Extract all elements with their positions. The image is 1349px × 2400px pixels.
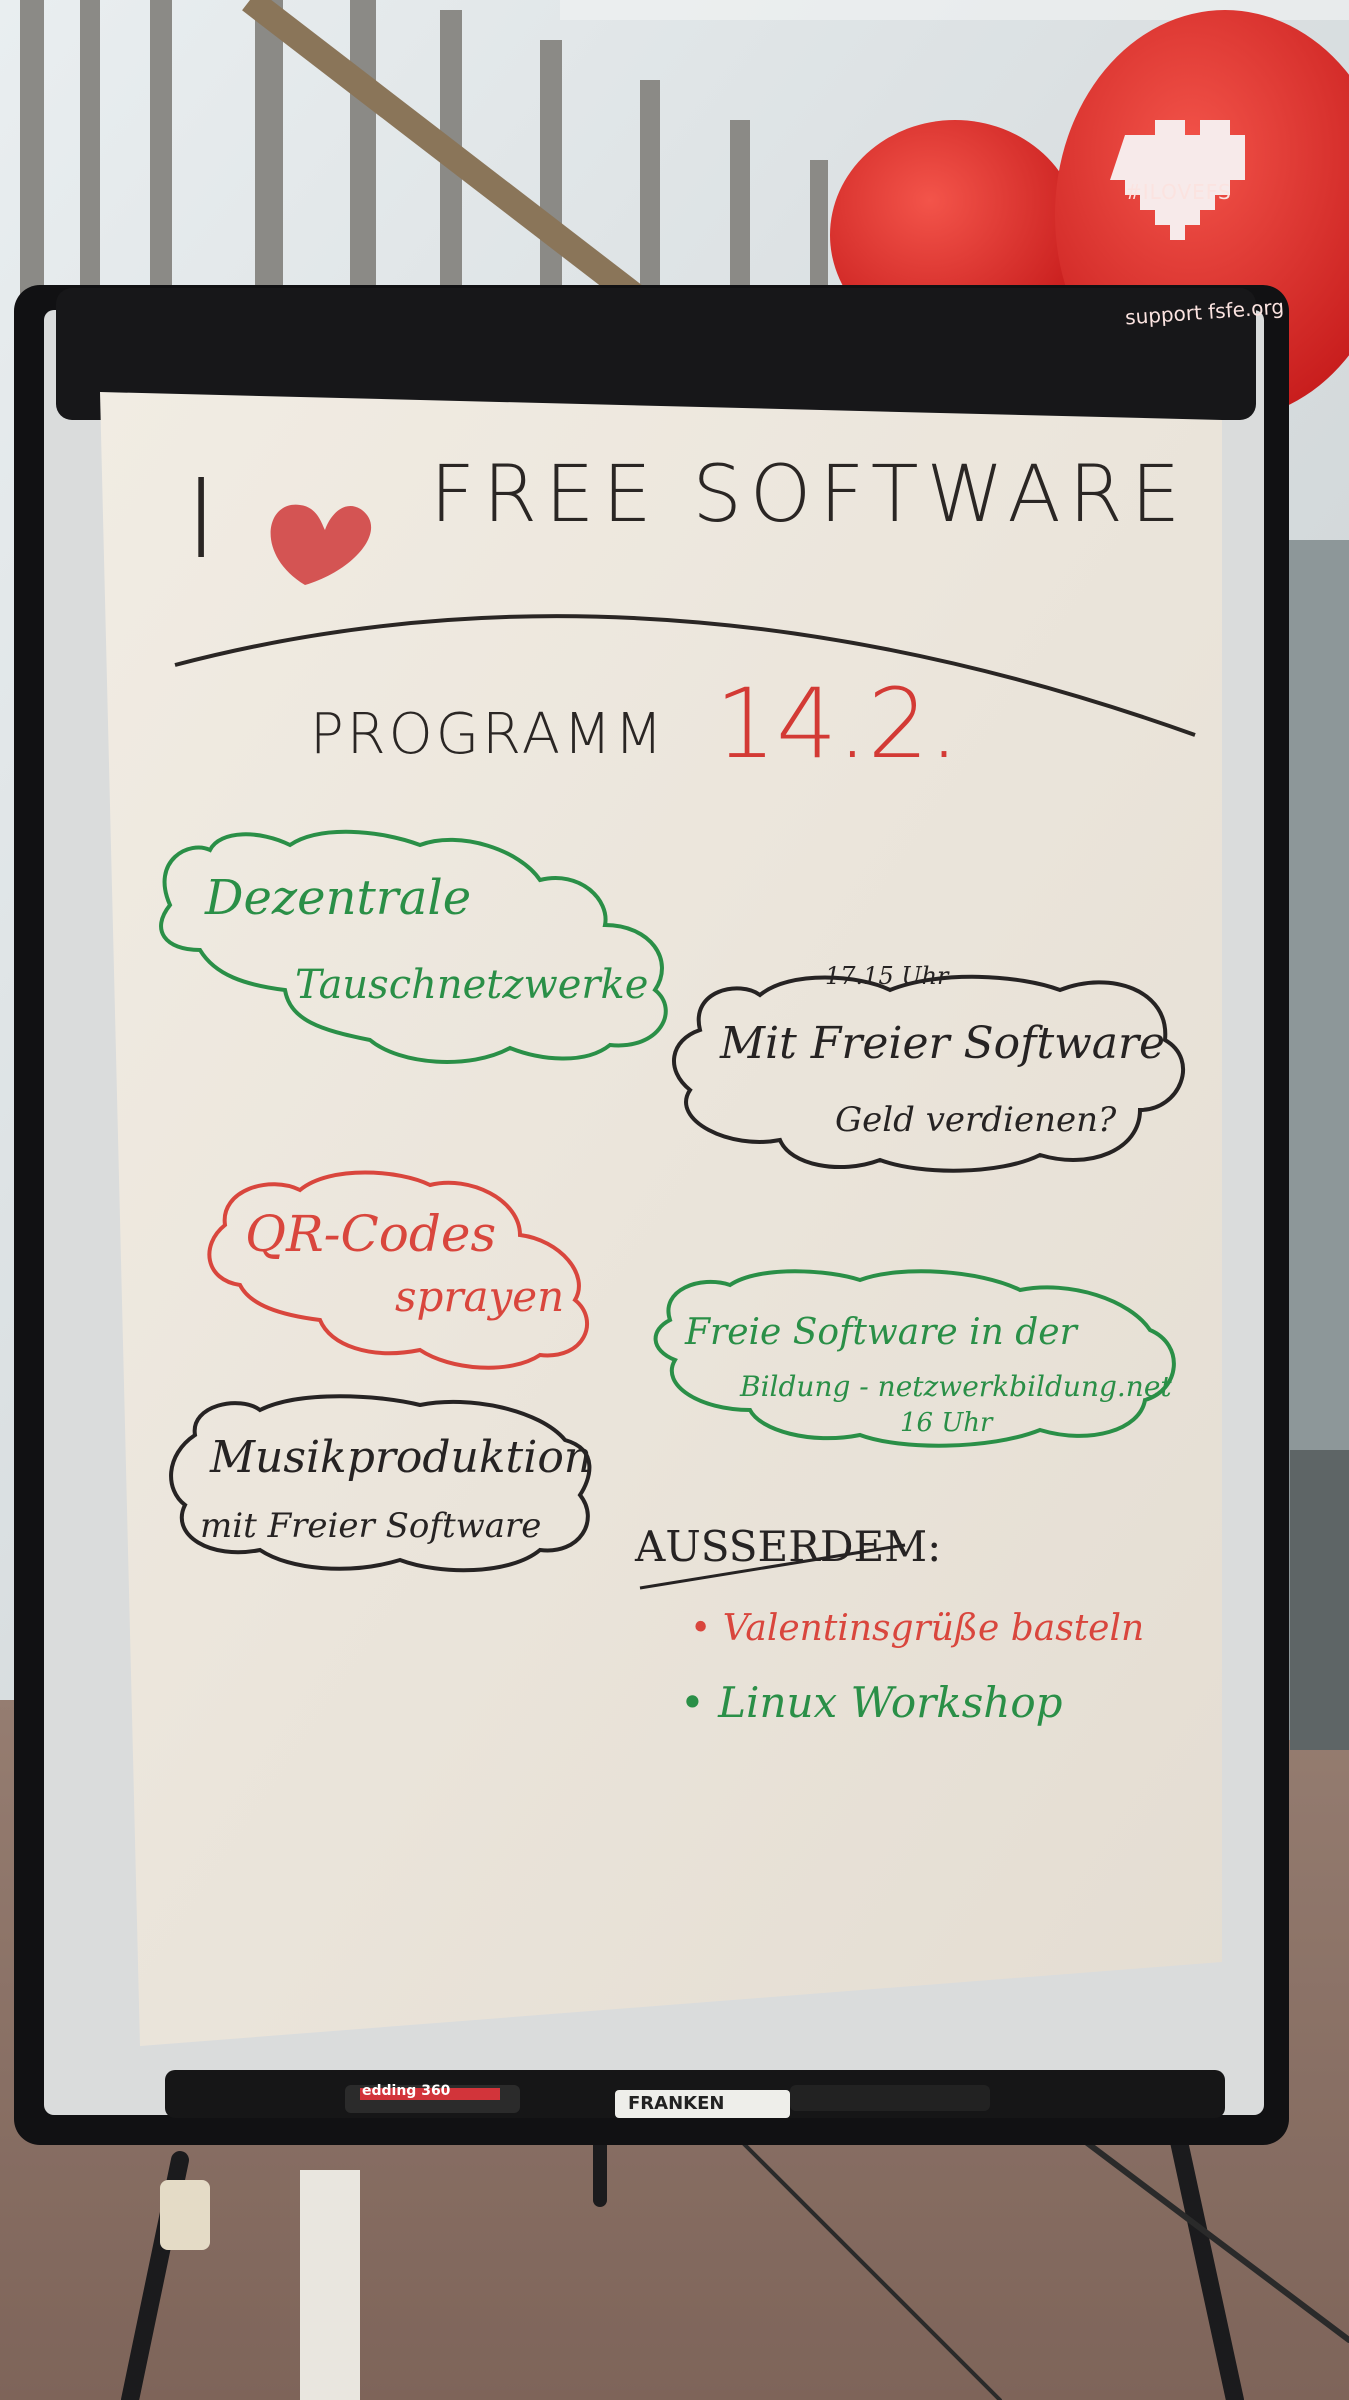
cloud-qr-line2: sprayen	[395, 1272, 565, 1321]
clamp-bar	[56, 288, 1256, 420]
headline-underline	[174, 614, 1196, 737]
easel-legs	[121, 2091, 1349, 2400]
cloud-geld-line1: Mit Freier Software	[720, 1018, 1166, 1069]
cloud-bildung-line3: 16 Uhr	[900, 1408, 993, 1438]
extras-item-linux-text: Linux Workshop	[718, 1678, 1063, 1727]
cloud-dezentrale-line2: Tauschnetzwerke	[295, 962, 649, 1008]
cloud-outline-musik	[169, 1394, 592, 1573]
marker-franken	[615, 2090, 790, 2118]
cloud-geld-line2: Geld verdienen?	[835, 1100, 1117, 1140]
handrail	[242, 0, 648, 311]
balloon-badge: #ILOVEFS	[1125, 180, 1232, 204]
extras-item-linux: • Linux Workshop	[680, 1678, 1063, 1727]
title-prefix: I	[185, 455, 218, 583]
cloud-dezentrale-line1: Dezentrale	[205, 870, 472, 926]
heart-icon	[270, 504, 372, 585]
cloud-outline-bildung	[653, 1269, 1176, 1448]
cloud-bildung-line1: Freie Software in der	[685, 1312, 1077, 1353]
cloud-bildung-line2: Bildung - netzwerkbildung.net	[740, 1370, 1172, 1403]
pixel-heart-icon	[1110, 120, 1245, 240]
marker-franken-label: FRANKEN	[628, 2093, 725, 2114]
cloud-musik-line1: Musikproduktion	[210, 1432, 593, 1483]
easel-front-pole	[300, 2170, 360, 2400]
cloud-outline-dezentrale	[159, 829, 668, 1064]
extras-item-valentin: • Valentinsgrüße basteln	[690, 1608, 1145, 1649]
cloud-qr-line1: QR-Codes	[245, 1205, 497, 1263]
cloud-musik-line2: mit Freier Software	[200, 1506, 542, 1546]
title-text: FREE SOFTWARE	[430, 450, 1189, 540]
cloud-geld-time: 17.15 Uhr	[825, 962, 949, 990]
cloud-outline-geld	[672, 974, 1185, 1173]
flipchart-paper	[100, 392, 1222, 2046]
marker-edding-label: edding 360	[362, 2083, 451, 2099]
program-date: 14.2.	[715, 668, 960, 780]
program-label: PROGRAMM	[310, 702, 666, 767]
extras-item-valentin-text: Valentinsgrüße basteln	[722, 1608, 1145, 1649]
cloud-outline-qr	[207, 1170, 589, 1370]
extras-label: AUSSERDEM:	[635, 1522, 942, 1571]
